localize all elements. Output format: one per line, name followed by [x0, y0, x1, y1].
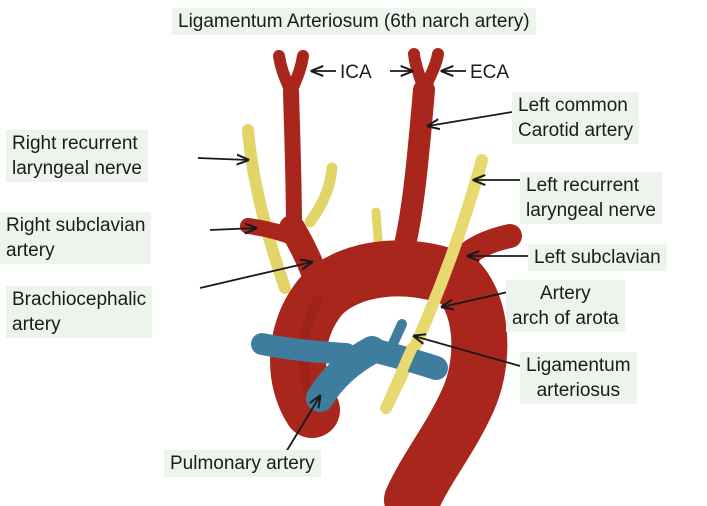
- right-recurrent-line2: laryngeal nerve: [12, 156, 142, 181]
- eca-label: ECA: [470, 60, 509, 85]
- left-common-carotid-label: Left common Carotid artery: [512, 92, 639, 144]
- right-subclavian-line2: artery: [6, 238, 145, 263]
- arch-label: Artery arch of arota: [506, 280, 625, 332]
- descending-aorta: [412, 275, 479, 500]
- pulmonary-artery-label: Pulmonary artery: [164, 450, 321, 477]
- left-common-carotid-line2: Carotid artery: [518, 118, 633, 143]
- brachiocephalic-line1: Brachiocephalic: [12, 287, 146, 312]
- ligamentum-line2: arteriosus: [526, 378, 631, 403]
- right-subclavian-line1: Right subclavian: [6, 213, 145, 238]
- right-pulmonary-artery: [262, 344, 346, 354]
- left-recurrent-laryngeal-label: Left recurrent laryngeal nerve: [520, 172, 662, 224]
- left-recurrent-line1: Left recurrent: [526, 173, 656, 198]
- left-recurrent-line2: laryngeal nerve: [526, 198, 656, 223]
- diagram-title: Ligamentum Arteriosum (6th narch artery): [172, 8, 536, 35]
- right-recurrent-line1: Right recurrent: [12, 131, 142, 156]
- ligamentum-line1: Ligamentum: [526, 353, 631, 378]
- right-subclavian-label: Right subclavian artery: [0, 212, 151, 264]
- ica-label: ICA: [340, 60, 372, 85]
- arch-line2: arch of arota: [512, 306, 619, 331]
- left-common-carotid-line1: Left common: [518, 93, 633, 118]
- ligamentum-arteriosus-label: Ligamentum arteriosus: [520, 352, 637, 404]
- left-subclavian-label: Left subclavian: [528, 244, 667, 271]
- right-common-carotid: [291, 92, 294, 230]
- brachiocephalic-line2: artery: [12, 312, 146, 337]
- right-recurrent-laryngeal-nerve-branch: [310, 168, 332, 222]
- arch-line1: Artery: [512, 281, 619, 306]
- brachiocephalic-label: Brachiocephalic artery: [6, 286, 152, 338]
- right-recurrent-laryngeal-nerve: [248, 130, 285, 288]
- right-recurrent-laryngeal-label: Right recurrent laryngeal nerve: [6, 130, 148, 182]
